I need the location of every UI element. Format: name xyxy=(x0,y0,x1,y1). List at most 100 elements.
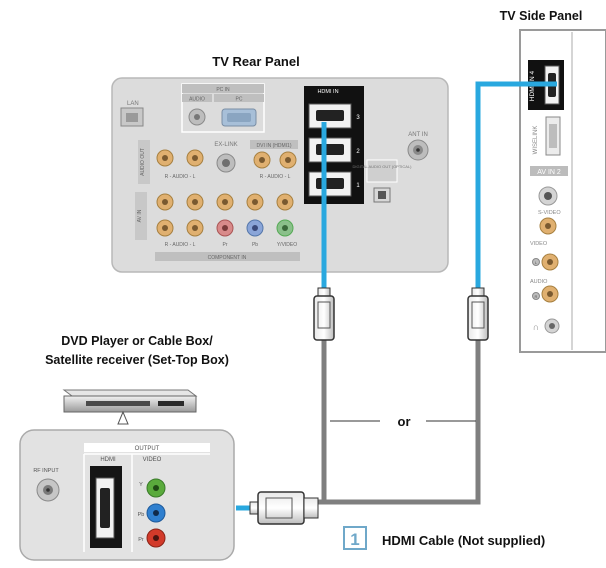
digital-audio-out-label: DIGITAL AUDIO OUT (OPTICAL) xyxy=(352,164,412,169)
pc-label: PC xyxy=(236,97,243,103)
device-y-jack-center xyxy=(153,485,159,491)
device-rear-panel-body xyxy=(19,429,235,561)
headphone-icon: ∩ xyxy=(533,322,539,332)
tv-side-panel: HDMI IN 4 WISELINK AV IN 2 S-VIDEO VIDEO… xyxy=(519,29,606,353)
pc-header xyxy=(214,94,264,102)
device-pb-jack-center xyxy=(153,510,159,516)
wiselink-label: WISELINK xyxy=(533,126,539,155)
side-audio-label: AUDIO xyxy=(530,279,548,285)
step-number: 1 xyxy=(350,530,359,549)
hdmi-plug-side-tip xyxy=(471,287,485,297)
ant-in-label: ANT IN xyxy=(408,132,428,138)
av-in-label: AV IN xyxy=(137,209,143,222)
device-rear-panel: OUTPUT HDMI VIDEO RF INPUT Y Pb Pr xyxy=(19,429,235,561)
device-pr-label: Pr xyxy=(138,537,144,543)
dvi-audio-l-jack-center xyxy=(285,157,291,163)
source-device-title-line2: Satellite receiver (Set-Top Box) xyxy=(45,353,229,367)
dvi-audio-r-jack-center xyxy=(259,157,265,163)
step-number-box xyxy=(343,526,367,550)
or-label: or xyxy=(398,414,411,429)
device-pb-label: Pb xyxy=(138,512,145,518)
hdmi-port-2-slot xyxy=(316,144,344,155)
hdmi-port-3-slot xyxy=(316,110,344,121)
av-r-jack-center xyxy=(162,225,168,231)
hdmi-plug-rear-tip xyxy=(317,287,331,297)
ex-link-port-center xyxy=(222,159,230,167)
tv-rear-panel-title: TV Rear Panel xyxy=(212,54,299,69)
device-callout-pointer xyxy=(117,410,129,425)
side-s-video-port-inner xyxy=(544,192,552,200)
av-in-group xyxy=(135,192,147,240)
comp-jack-top-1-center xyxy=(222,199,228,205)
hdmi-plug-device-tip xyxy=(249,501,259,515)
av-in2-label: AV IN 2 xyxy=(537,169,561,176)
device-top xyxy=(62,389,198,397)
av-l-jack-center xyxy=(192,225,198,231)
component-in-label: COMPONENT IN xyxy=(208,255,247,261)
device-display xyxy=(158,401,184,406)
device-tray xyxy=(86,401,150,406)
side-r-indicator xyxy=(532,292,540,300)
digital-audio-out-group xyxy=(366,159,398,183)
tv-rear-panel: LAN PC IN AUDIO PC AUDIO OUT R - AUDIO -… xyxy=(111,77,449,273)
pc-audio-label: AUDIO xyxy=(189,97,205,103)
tv-side-panel-title: TV Side Panel xyxy=(500,9,583,23)
device-hdmi-label: HDMI xyxy=(100,457,116,463)
side-panel-outline xyxy=(519,29,606,353)
device-video-label: VIDEO xyxy=(143,457,162,463)
av-r-jack-top-center xyxy=(162,199,168,205)
audio-out-l-jack-center xyxy=(192,155,198,161)
side-video-label: VIDEO xyxy=(530,241,548,247)
av-in2-header xyxy=(530,166,568,176)
hdmi-plug-device-body xyxy=(257,491,305,525)
side-audio-r-jack-center xyxy=(547,291,553,297)
hdmi-port-2-number: 2 xyxy=(356,149,360,155)
side-audio-l-jack-center xyxy=(547,259,553,265)
comp-y-video-label: Y/VIDEO xyxy=(277,242,297,248)
pc-in-header xyxy=(182,84,264,93)
hdmi-plug-device xyxy=(249,491,319,525)
lan-port-inner xyxy=(126,113,138,122)
pc-in-label: PC IN xyxy=(216,87,230,93)
hdmi-in-label: HDMI IN xyxy=(317,89,338,95)
device-pr-jack-center xyxy=(153,535,159,541)
side-s-video-label: S-VIDEO xyxy=(538,210,561,216)
device-hdmi-port-slot xyxy=(100,488,110,528)
headphone-jack-center xyxy=(549,323,555,329)
gray-cable-rear xyxy=(318,340,327,505)
side-r-label: R xyxy=(535,294,538,299)
av-rl-label: R - AUDIO - L xyxy=(165,242,196,248)
comp-pb-label: Pb xyxy=(252,242,258,248)
cables xyxy=(236,81,557,511)
dvi-in-header xyxy=(250,140,298,149)
comp-pr-label: Pr xyxy=(223,242,228,248)
audio-out-rl-label: R - AUDIO - L xyxy=(165,174,196,180)
audio-out-group xyxy=(138,140,150,184)
device-rf-input-pin xyxy=(46,488,50,492)
blue-cable-side xyxy=(475,81,557,290)
hdmi-port-1-slot xyxy=(316,178,344,189)
side-l-label: L xyxy=(535,260,538,265)
pc-vga-port-inner xyxy=(227,113,251,122)
component-in-header xyxy=(155,252,300,261)
comp-jack-top-3-center xyxy=(282,199,288,205)
pc-audio-header xyxy=(182,94,212,102)
av-l-jack-top-center xyxy=(192,199,198,205)
hdmi-plug-rear xyxy=(313,287,335,341)
hdmi-cable-label: HDMI Cable (Not supplied) xyxy=(382,533,545,548)
source-device-title-line1: DVD Player or Cable Box/ xyxy=(61,334,213,348)
hdmi-plug-rear-grip xyxy=(317,301,331,329)
gray-cable-side xyxy=(324,340,481,505)
source-device xyxy=(62,389,198,425)
side-l-indicator xyxy=(532,258,540,266)
comp-pb-jack-center xyxy=(252,225,258,231)
optical-port-inner xyxy=(378,191,386,199)
hdmi-plug-device-grip xyxy=(265,497,293,519)
ex-link-label: EX-LINK xyxy=(214,142,237,148)
hdmi-port-1-number: 1 xyxy=(356,183,360,189)
lan-label: LAN xyxy=(127,101,139,107)
dvi-in-label: DVI IN (HDMI1) xyxy=(257,143,292,149)
comp-y-jack-center xyxy=(282,225,288,231)
hdmi-plug-rear-body xyxy=(313,295,335,341)
